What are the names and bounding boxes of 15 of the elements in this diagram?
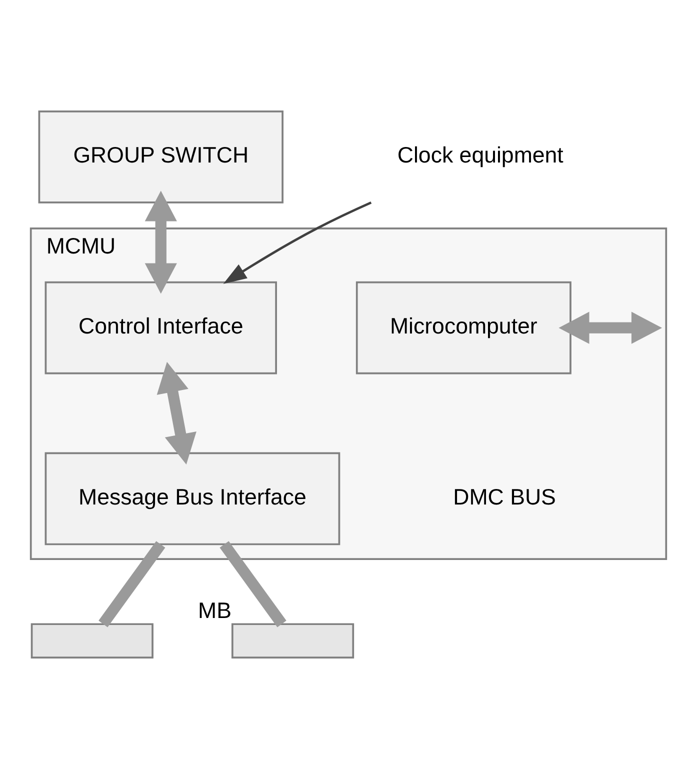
- node-label: MB: [198, 597, 232, 622]
- node-box: Message Bus Interface: [44, 452, 340, 545]
- connector: [98, 540, 166, 627]
- node-bar: [30, 622, 154, 658]
- node-text: Clock equipment: [397, 142, 564, 168]
- arrow: [223, 200, 372, 284]
- arrow: [558, 311, 662, 344]
- label: DMC BUS: [453, 484, 556, 509]
- arrow: [144, 190, 177, 294]
- arrow: [156, 361, 196, 464]
- node-box: GROUP SWITCH: [38, 110, 284, 203]
- node-box: Control Interface: [44, 280, 277, 374]
- connector: [220, 540, 286, 627]
- node-bar: [231, 622, 354, 658]
- node-box: Microcomputer: [356, 280, 572, 374]
